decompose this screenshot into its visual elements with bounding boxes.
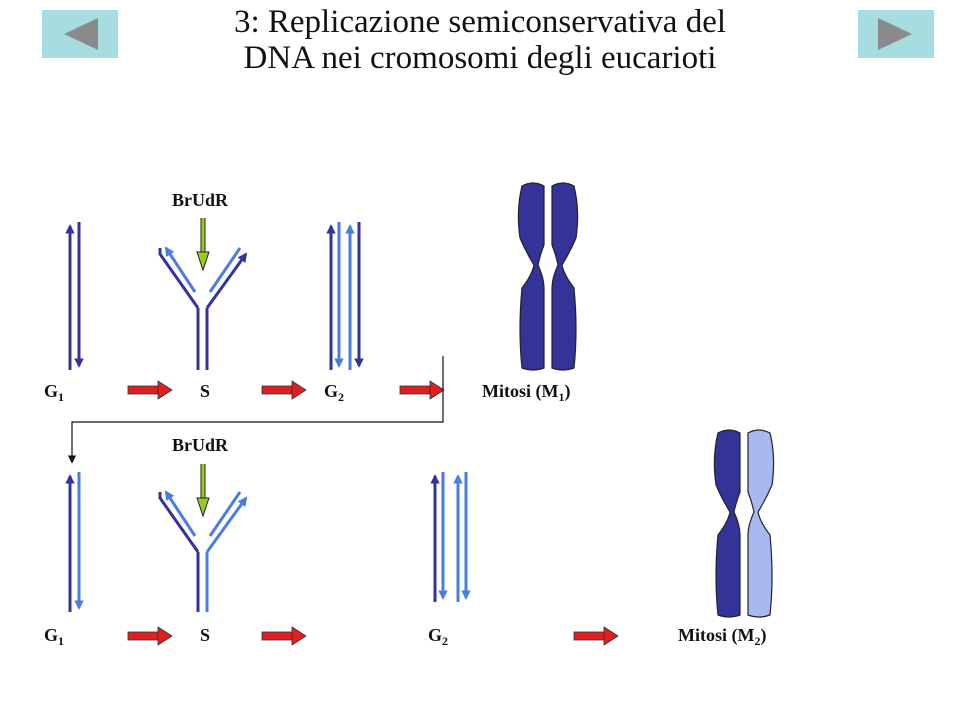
phase-arrow-s-g2-2 [261, 626, 307, 646]
g1-dna-duplex-2 [65, 472, 84, 612]
g1-dna-duplex [65, 222, 84, 370]
s-replication-fork-2 [158, 490, 248, 612]
g2-dna-duplexes-2 [430, 472, 471, 602]
chromosome-m2 [713, 429, 775, 618]
phase-arrow-g2-m-2 [573, 626, 619, 646]
chromosome-m1 [517, 182, 579, 371]
g2-dna-duplexes [326, 222, 364, 370]
next-button[interactable] [858, 10, 934, 58]
slide-title-line-1: 3: Replicazione semiconservativa del [233, 4, 727, 40]
cycle-connector-arrow [67, 356, 444, 464]
previous-button[interactable] [42, 10, 118, 58]
phase-label-mitosis-m1: Mitosi (M1) [482, 381, 570, 404]
phase-label-s: S [200, 381, 210, 401]
triangle-right-icon [878, 18, 912, 50]
slide-title-line-2: DNA nei cromosomi degli eucarioti [243, 40, 717, 76]
phase-label-g2-2: G2 [428, 625, 448, 648]
triangle-left-icon [64, 18, 98, 50]
brdu-label-2: BrUdR [172, 435, 229, 455]
brdu-label: BrUdR [172, 190, 229, 210]
phase-label-mitosis-m2: Mitosi (M2) [678, 625, 766, 648]
phase-arrow-g1-s-2 [127, 626, 173, 646]
brdu-arrow-2 [196, 464, 210, 518]
phase-label-s-2: S [200, 625, 210, 645]
phase-arrow-g1-s [127, 380, 173, 400]
phase-label-g2: G2 [324, 381, 344, 404]
phase-label-g1-2: G1 [44, 625, 64, 648]
s-replication-fork [158, 246, 248, 370]
phase-label-g1: G1 [44, 381, 64, 404]
brdu-arrow [196, 218, 210, 272]
phase-arrow-s-g2 [261, 380, 307, 400]
phase-arrow-g2-m [399, 380, 445, 400]
